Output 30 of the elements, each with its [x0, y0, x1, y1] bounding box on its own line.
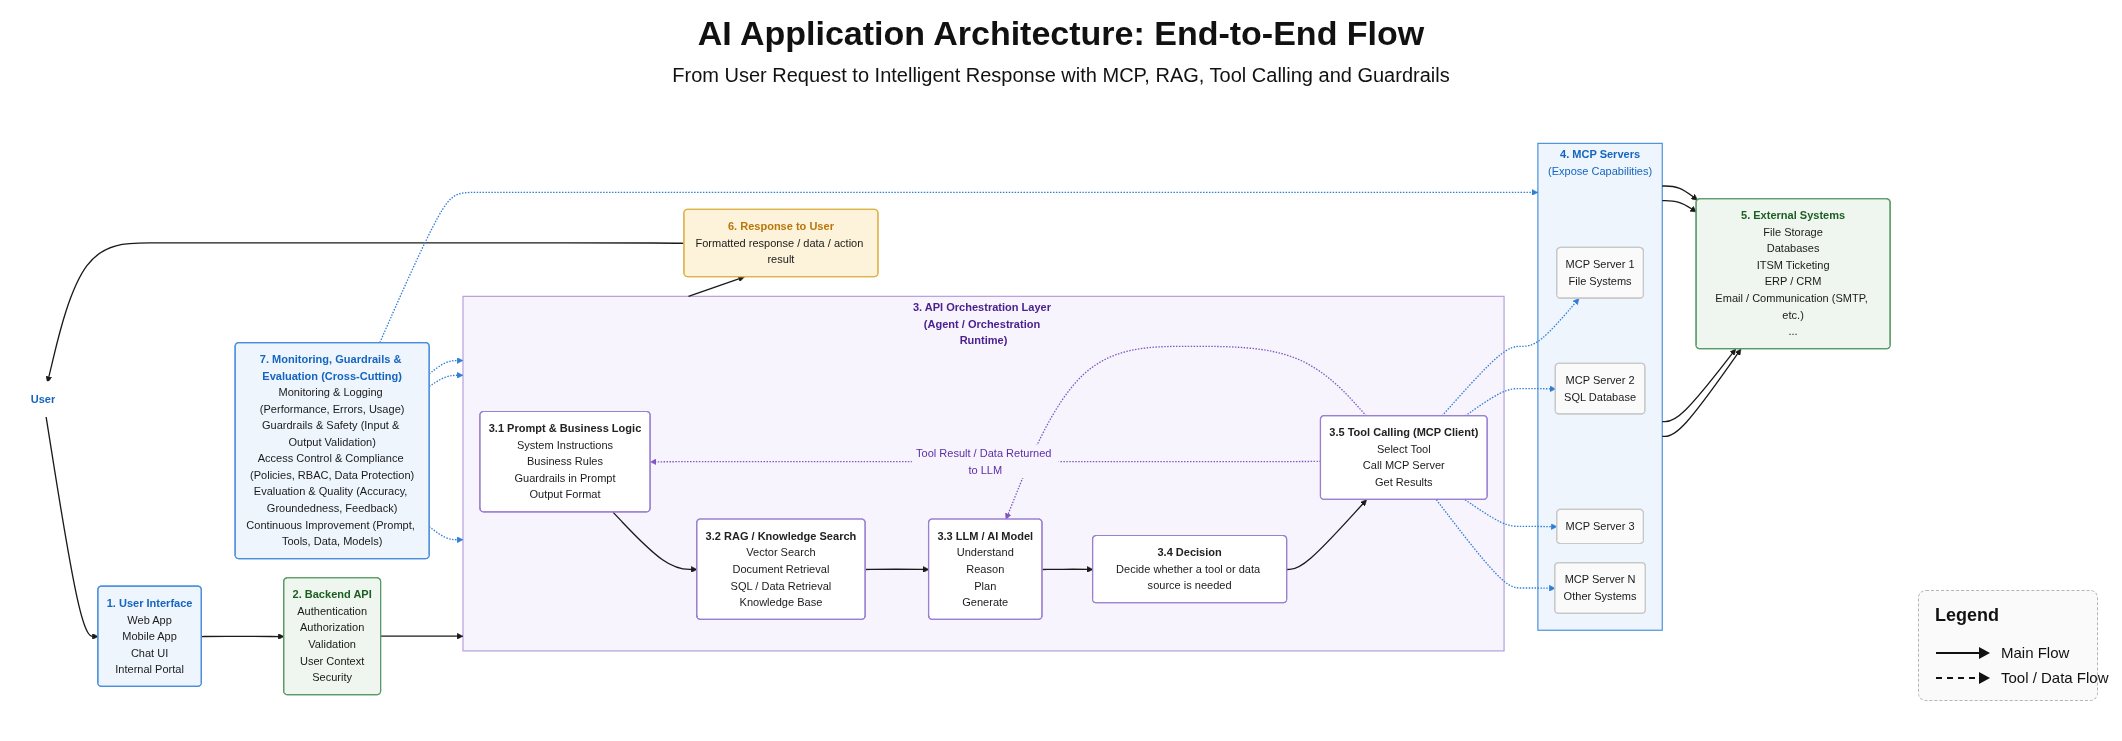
process-box: 3.2 RAG / Knowledge Search Vector Search Document Retrieval SQL / Data Retrieval Knowledge Base	[696, 518, 866, 620]
process-box: 2. Backend API Authentication Authorization Validation User Context Security	[283, 577, 382, 696]
process-box: 6. Response to User Formatted response / data / action result	[683, 208, 879, 278]
arrow	[1661, 348, 1736, 423]
title: AI Application Architecture: End-to-End Flow	[697, 14, 1425, 53]
process-box: 3.4 Decision Decide whether a tool or data source is needed	[1092, 534, 1288, 604]
arrow	[1441, 298, 1580, 417]
process-box: MCP Server 2 SQL Database	[1554, 362, 1646, 415]
process-box: MCP Server N Other Systems	[1554, 562, 1646, 614]
process-box: 3.3 LLM / AI Model Understand Reason Plan Generate	[927, 518, 1043, 620]
legend-title: Legend	[1935, 605, 1999, 626]
arrow	[1286, 499, 1367, 571]
arrow	[1005, 345, 1368, 520]
arrow	[1661, 185, 1698, 201]
arrow	[687, 275, 745, 297]
process-box: 7. Monitoring, Guardrails & Evaluation (Cross-Cutting) Monitoring & Logging (Performance, Errors, Usage) Guardrails & Safety (Input & Output Validation) Access Control & Compliance (Policies, RBAC, Data Protection) Evaluation & Quality (Accuracy, Groundedness, Feedback) Continuous Improvement (Prompt, Tools, Data, Models)	[234, 341, 430, 560]
legend-label: Main Flow	[2001, 644, 2070, 661]
process-box: 3.1 Prompt & Business Logic System Instructions Business Rules Guardrails in Prompt Output Format	[479, 410, 651, 513]
process-box: 3.5 Tool Calling (MCP Client) Select Tool Call MCP Server Get Results	[1319, 415, 1488, 500]
process-box: MCP Server 1 File Systems	[1556, 246, 1644, 299]
arrow	[379, 189, 1539, 344]
arrow	[1661, 348, 1742, 438]
process-box: MCP Server 3	[1556, 508, 1644, 545]
legend-label: Tool / Data Flow	[2001, 669, 2109, 686]
arrow	[1464, 385, 1556, 417]
edge-label: Tool Result / Data Returned to LLM	[911, 445, 1059, 479]
process-box: 5. External Systems File Storage Databases ITSM Ticketing ERP / CRM Email / Communication (SMTP, etc.) ...	[1695, 198, 1891, 350]
subtitle: From User Request to Intelligent Response with MCP, RAG, Tool Calling and Guardrails	[672, 64, 1450, 87]
arrow	[1661, 200, 1697, 213]
process-box: 1. User Interface Web App Mobile App Chat UI Internal Portal	[97, 585, 202, 687]
